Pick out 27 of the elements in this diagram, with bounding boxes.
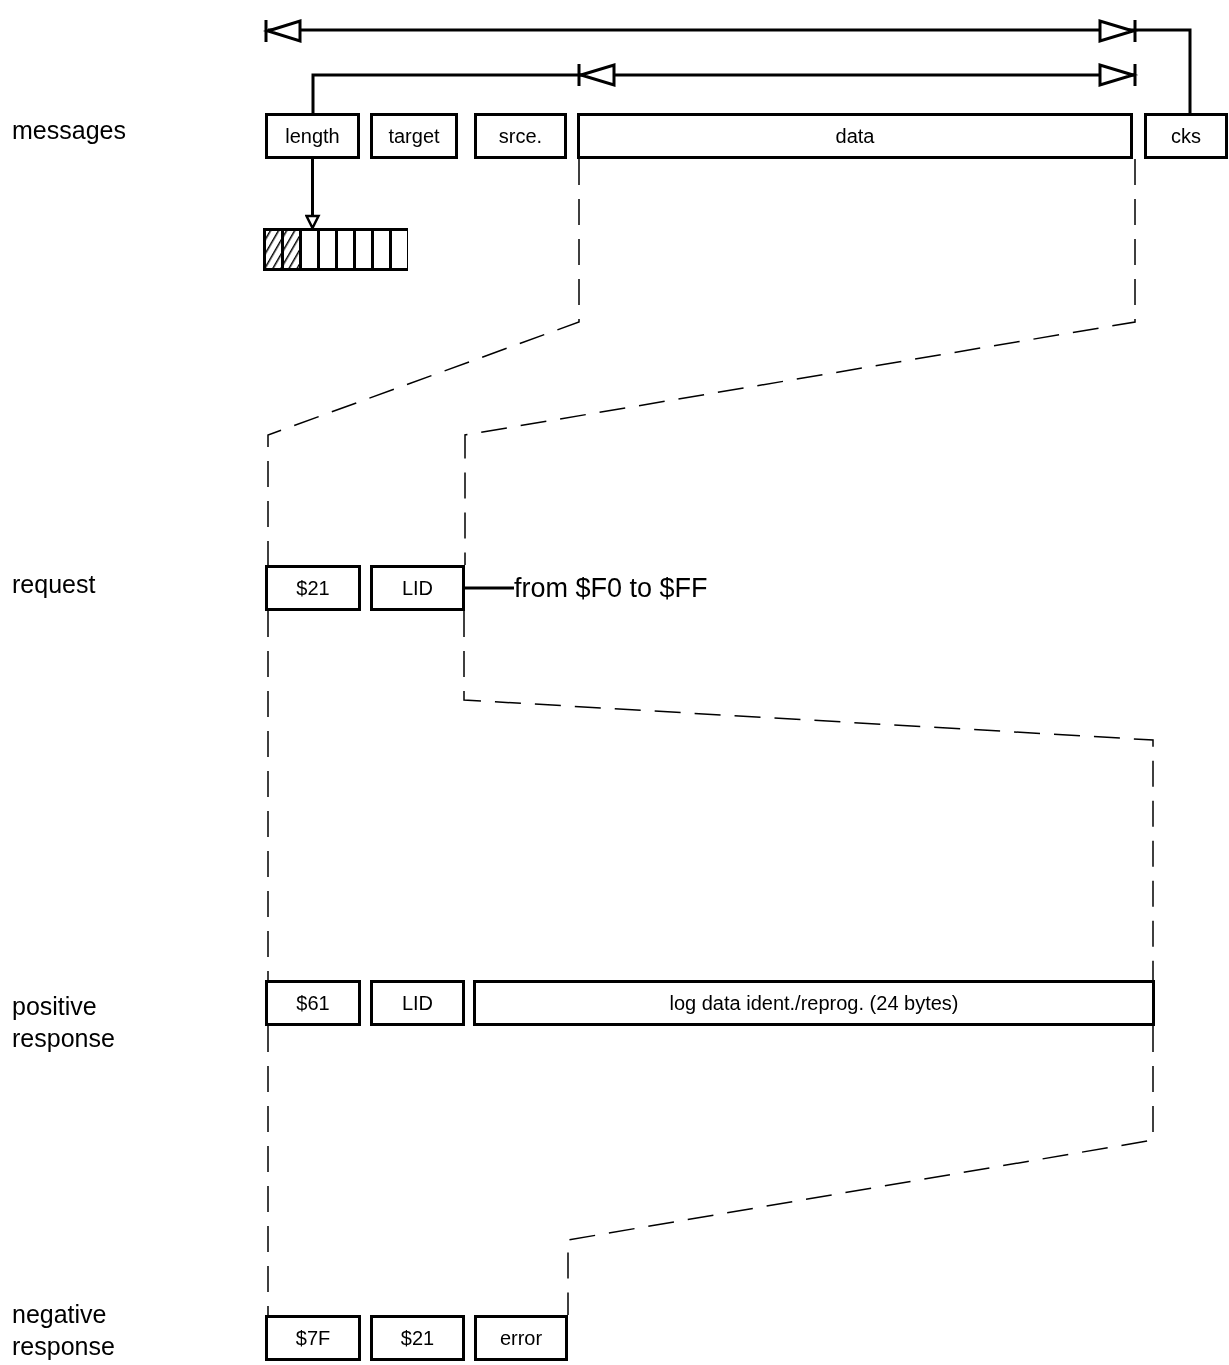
byte-field: LID: [370, 980, 465, 1026]
byte-field: $21: [265, 565, 361, 611]
expansion-guide-line: [464, 158, 1136, 566]
byte-field: $61: [265, 980, 361, 1026]
leader-line: [465, 586, 514, 590]
byte-field: $21: [370, 1315, 465, 1361]
byte-field: log data ident./reprog. (24 bytes): [473, 980, 1155, 1026]
expansion-guide-line: [267, 1025, 269, 1316]
row-label: messages: [12, 115, 127, 146]
data-field: data: [577, 113, 1133, 159]
byte-field: error: [474, 1315, 568, 1361]
row-label: positive response: [12, 991, 116, 1054]
bit-field-drawing: [263, 228, 408, 271]
value-range-text: from $F0 to $FF: [514, 572, 708, 604]
byte-field: $7F: [265, 1315, 361, 1361]
length-field: length: [265, 113, 360, 159]
expansion-guide-line: [567, 1025, 1154, 1316]
byte-field: LID: [370, 565, 465, 611]
expansion-guide-line: [463, 610, 1154, 981]
target-field: target: [370, 113, 458, 159]
expansion-guide-line: [267, 610, 269, 981]
row-label: negative response: [12, 1299, 116, 1362]
expansion-guide-line: [267, 158, 580, 566]
checksum-field: cks: [1144, 113, 1228, 159]
row-label: request: [12, 569, 97, 600]
arrow: [305, 159, 320, 230]
source-field: srce.: [474, 113, 567, 159]
